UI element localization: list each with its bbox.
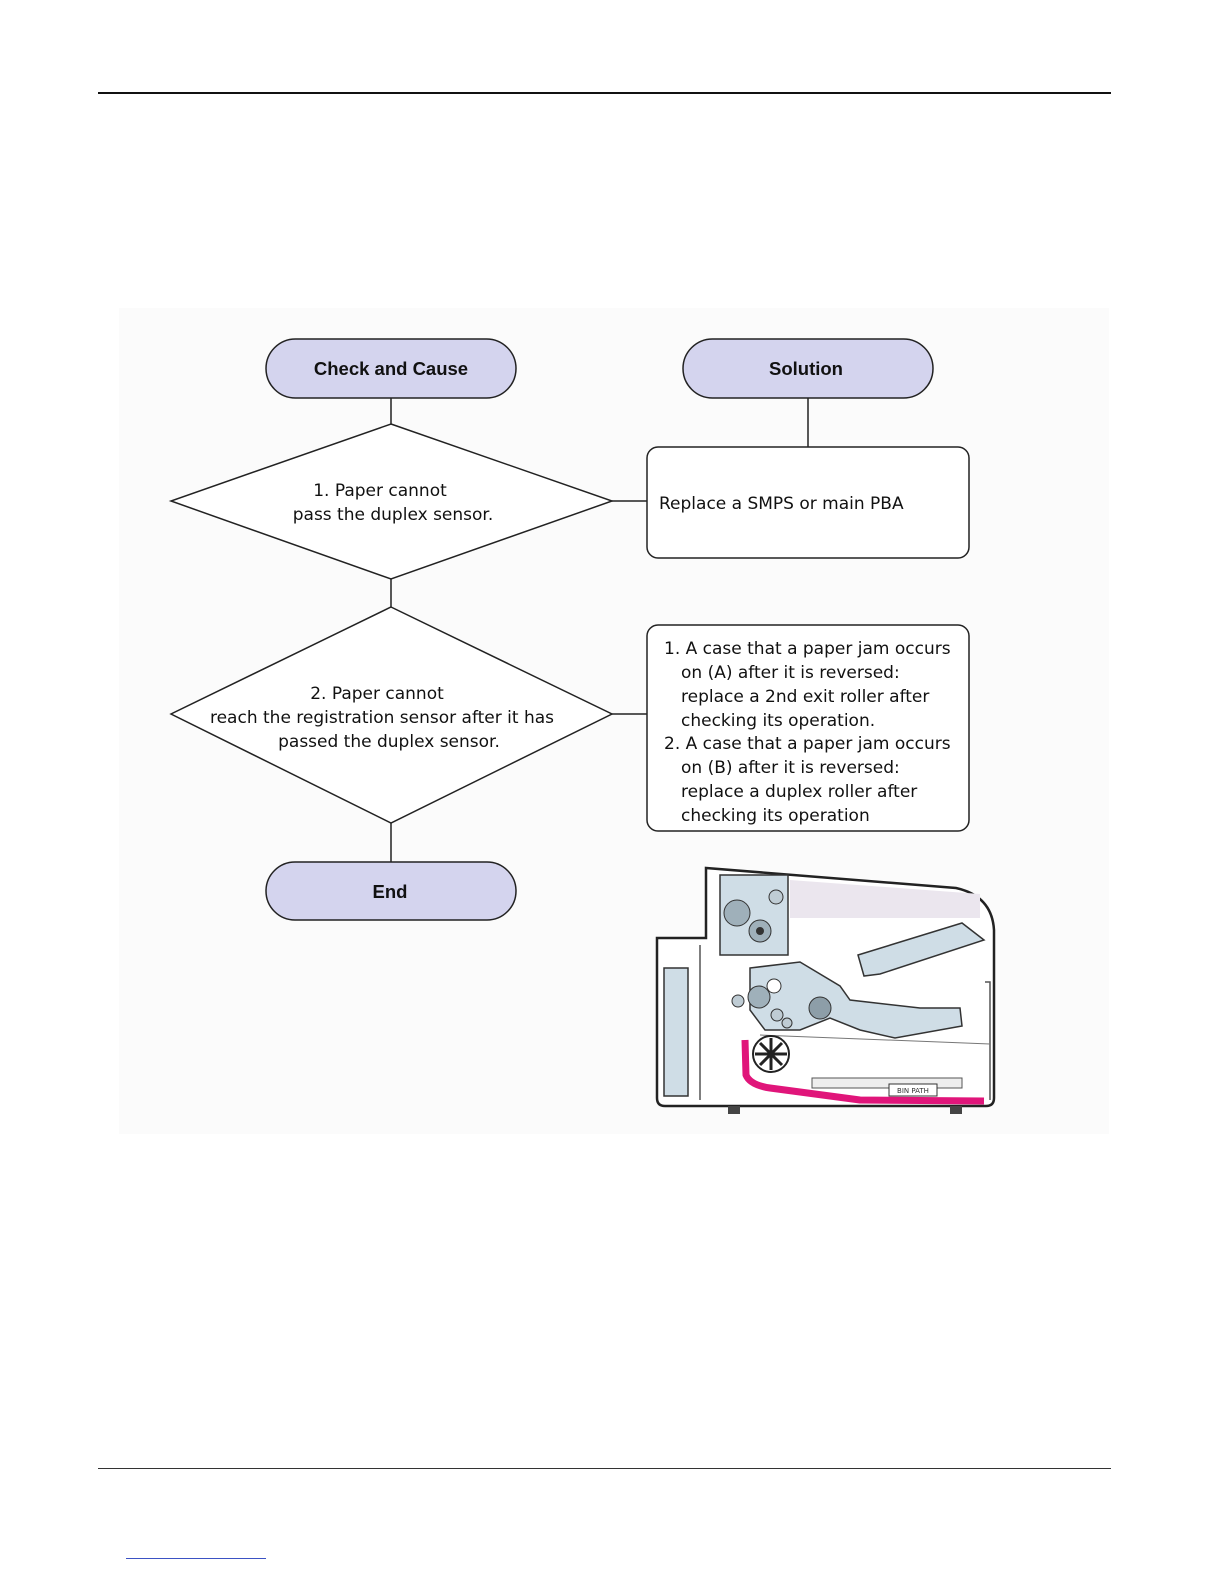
solution-label: Solution bbox=[769, 358, 843, 379]
bin-path-label: BIN PATH bbox=[897, 1087, 929, 1095]
duplex-paper-path bbox=[741, 1039, 985, 1105]
footer-rule bbox=[98, 1468, 1111, 1469]
footer-link-underline[interactable] bbox=[126, 1558, 266, 1559]
solution2-line8: checking its operation bbox=[681, 806, 870, 826]
decision-check1: 1. Paper cannot pass the duplex sensor. bbox=[168, 423, 615, 580]
solution2-line3: replace a 2nd exit roller after bbox=[681, 687, 929, 707]
solution2-box: 1. A case that a paper jam occurs on (A)… bbox=[646, 624, 970, 832]
check2-line2: reach the registration sensor after it h… bbox=[210, 708, 554, 728]
solution2-line1: 1. A case that a paper jam occurs bbox=[664, 639, 951, 659]
solution2-line4: checking its operation. bbox=[681, 711, 875, 731]
check-cause-label: Check and Cause bbox=[314, 358, 468, 379]
check1-line1: 1. Paper cannot bbox=[313, 481, 447, 501]
check2-line3: passed the duplex sensor. bbox=[278, 732, 500, 752]
check1-line2: pass the duplex sensor. bbox=[293, 505, 494, 525]
solution-header: Solution bbox=[682, 338, 934, 399]
decision-check2: 2. Paper cannot reach the registration s… bbox=[169, 606, 614, 824]
check2-line1: 2. Paper cannot bbox=[310, 684, 444, 704]
header-rule bbox=[98, 92, 1111, 94]
solution2-line7: replace a duplex roller after bbox=[681, 782, 917, 802]
solution1-box: Replace a SMPS or main PBA bbox=[646, 446, 970, 559]
solution2-line6: on (B) after it is reversed: bbox=[681, 758, 900, 778]
solution2-line2: on (A) after it is reversed: bbox=[681, 663, 900, 683]
solution2-line5: 2. A case that a paper jam occurs bbox=[664, 734, 951, 754]
check-cause-header: Check and Cause bbox=[265, 338, 517, 399]
end-label: End bbox=[373, 881, 408, 902]
end-terminal: End bbox=[265, 861, 517, 921]
printer-cross-section-illustration: BIN PATH bbox=[655, 866, 996, 1114]
solution1-text: Replace a SMPS or main PBA bbox=[659, 494, 904, 514]
